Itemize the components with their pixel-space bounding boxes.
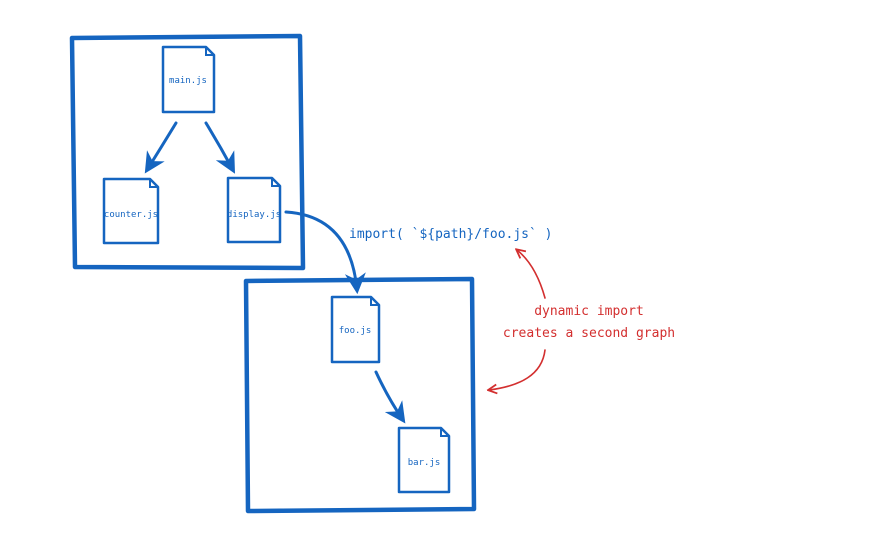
module-graph-2-box [243,276,477,514]
file-main-js: main.js [161,45,216,114]
file-bar-js: bar.js [397,426,451,494]
file-label-display: display.js [227,210,281,220]
arrow-display-to-foo-dynamic-import [284,210,366,295]
file-label-bar: bar.js [408,458,441,468]
file-label-main: main.js [169,76,207,86]
annotation-arrow-to-second-graph [489,349,546,390]
arrow-main-to-counter [144,121,178,174]
module-graph-1-box [69,33,306,271]
annotation-line-1: dynamic import [534,304,644,319]
file-counter-js: counter.js [102,177,160,245]
file-label-counter: counter.js [104,210,158,220]
import-expression-label: import( `${path}/foo.js` ) [349,227,553,242]
file-foo-js: foo.js [330,295,381,364]
file-display-js: display.js [226,176,282,244]
arrow-foo-to-bar [374,370,406,424]
annotation-arrow-to-import [517,250,546,299]
arrow-main-to-display [204,121,236,174]
annotation-line-2: creates a second graph [503,326,675,341]
file-label-foo: foo.js [339,326,372,336]
